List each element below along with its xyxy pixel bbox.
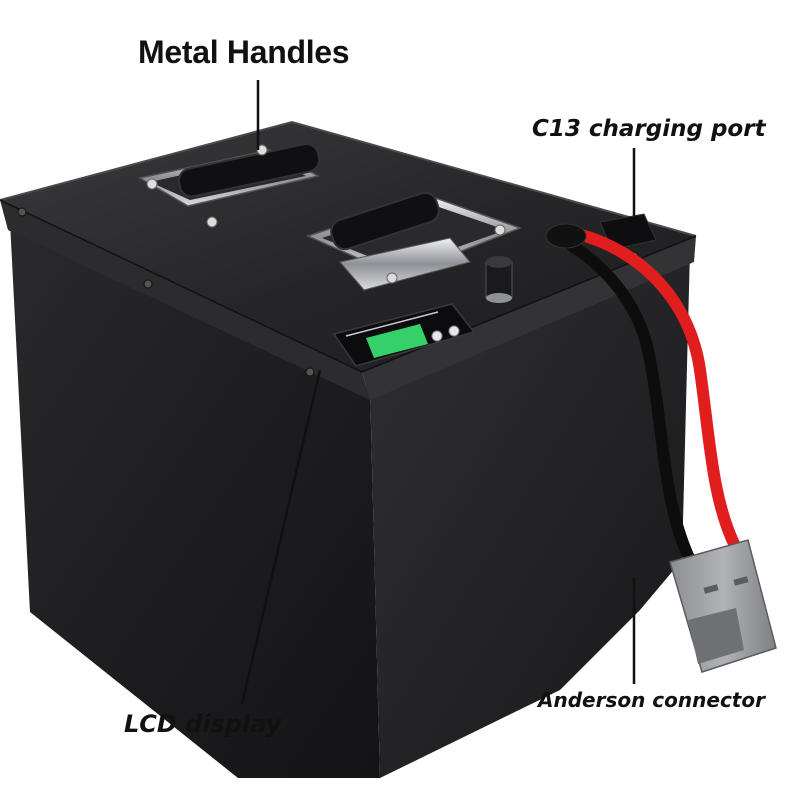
charging-port-label: C13 charging port (532, 116, 766, 142)
lid-rim-front (0, 200, 370, 400)
metal-handles-label: Metal Handles (138, 34, 350, 70)
lcd-panel (332, 303, 476, 367)
metal-handle-back (137, 142, 321, 228)
leader-lcd-display (240, 369, 322, 705)
lcd-display-label: LCD display (124, 710, 282, 738)
anderson-connector-label: Anderson connector (538, 688, 765, 712)
metal-handle-front (305, 191, 523, 291)
black-cable (550, 230, 696, 566)
callout-lines (240, 80, 636, 705)
anderson-connector (669, 539, 777, 673)
terminal-post (485, 256, 513, 303)
battery-side-face (370, 250, 690, 778)
red-cable (572, 228, 742, 554)
